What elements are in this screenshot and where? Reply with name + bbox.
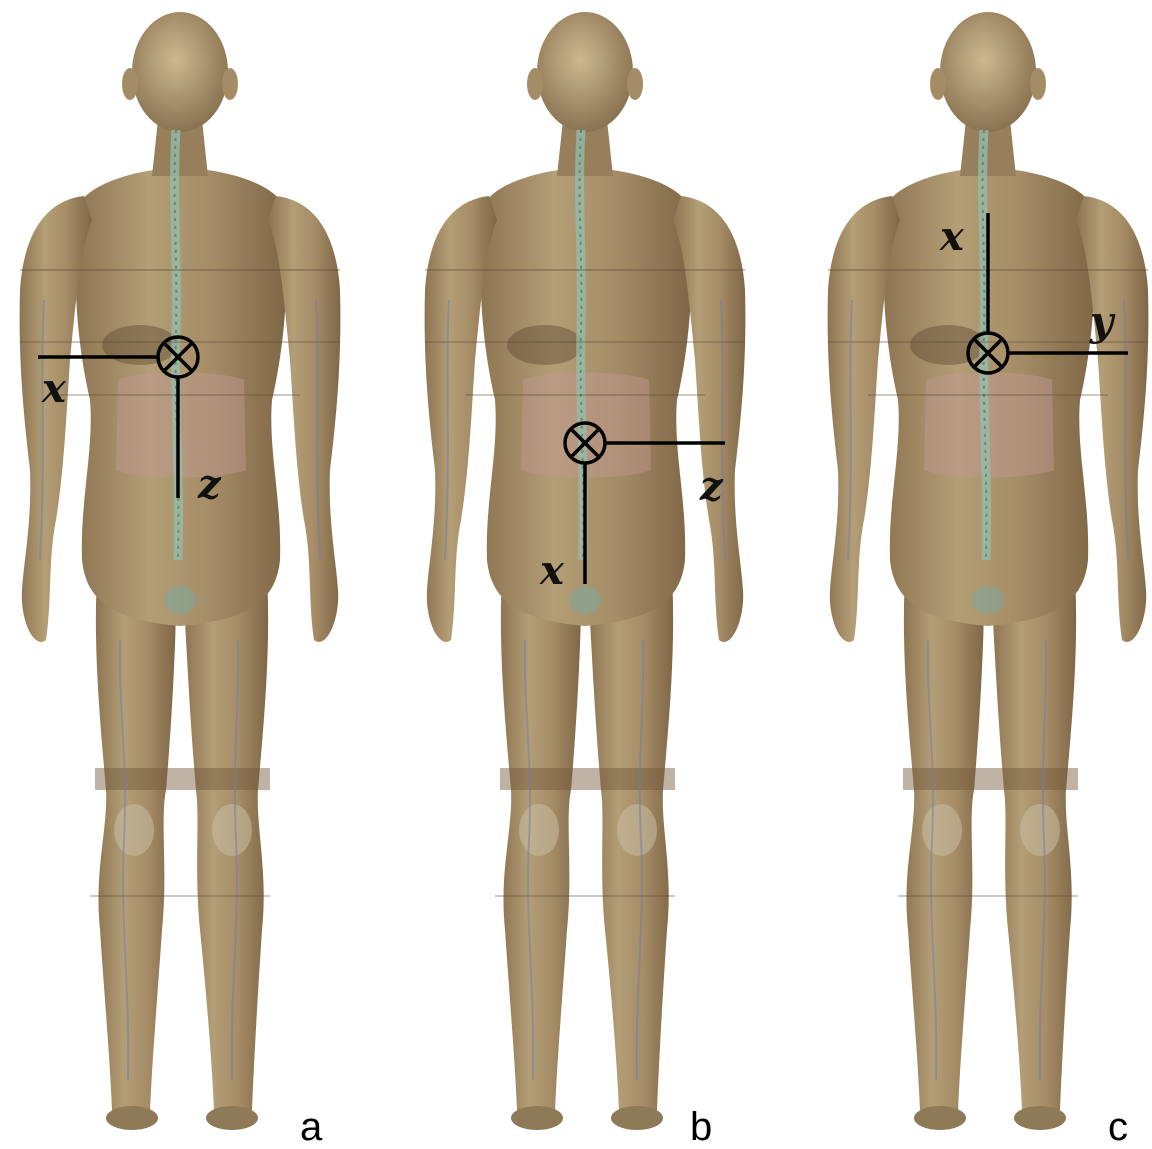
panel-label-c: c (1108, 1105, 1128, 1149)
panel-label-a: a (300, 1105, 323, 1149)
panel-label-b: b (690, 1105, 712, 1149)
panel-b: z x b (425, 12, 746, 1149)
axis-label-horizontal-a: x (41, 365, 67, 412)
axis-label-vertical-c: x (939, 213, 965, 260)
human-body-c (828, 12, 1149, 1130)
axis-label-vertical-b: x (539, 547, 565, 594)
human-body-a (20, 12, 341, 1130)
panel-c: y x c (828, 12, 1149, 1149)
axis-label-vertical-a: z (197, 461, 222, 508)
axis-label-horizontal-c: y (1089, 298, 1116, 345)
axis-label-horizontal-b: z (699, 463, 724, 510)
panel-a: x z a (20, 12, 341, 1149)
